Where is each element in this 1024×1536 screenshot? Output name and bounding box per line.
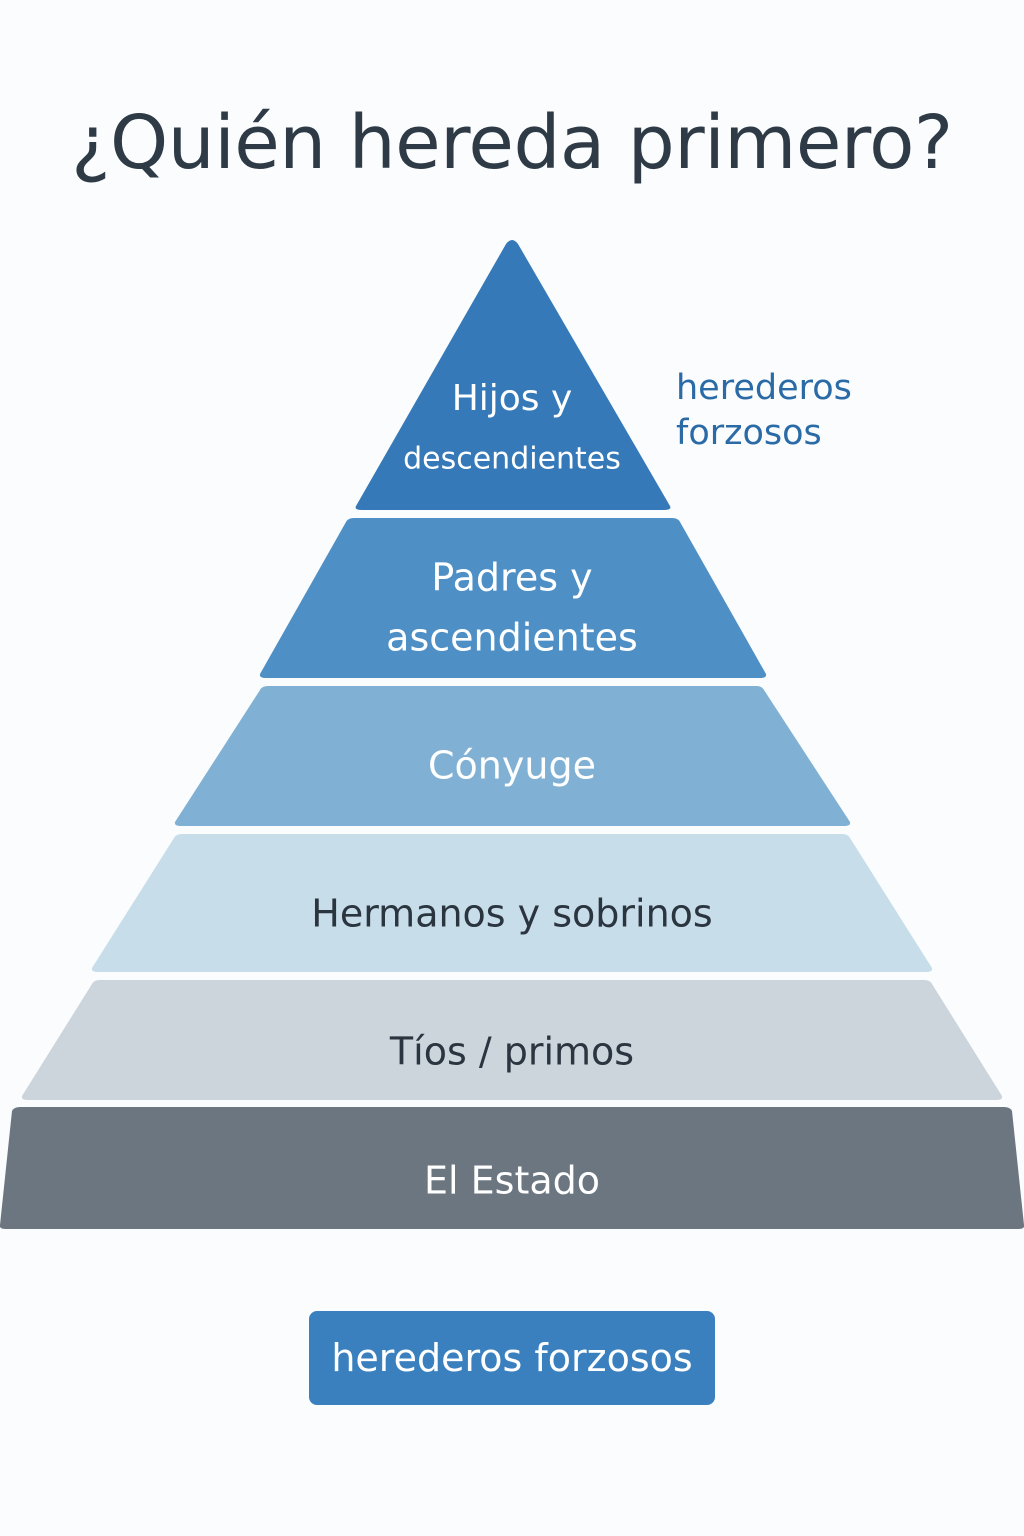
forced-heirs-annotation-line2: forzosos	[676, 413, 822, 453]
pyramid-tier-label-parents-ascendants-2: ascendientes	[386, 616, 638, 660]
pyramid-tier-label-children-descendants-1: Hijos y	[452, 378, 573, 419]
pyramid-tier-the-state	[0, 1107, 1024, 1229]
pyramid-tier-label-uncles-cousins-1: Tíos / primos	[389, 1030, 634, 1074]
pyramid-tier-uncles-cousins	[21, 980, 1003, 1100]
pyramid-tier-parents-ascendants	[259, 518, 767, 678]
pyramid-tier-children-descendants	[355, 240, 671, 510]
pyramid-tier-label-parents-ascendants-1: Padres y	[431, 556, 592, 600]
pyramid-tier-label-siblings-nephews-1: Hermanos y sobrinos	[311, 892, 712, 936]
pyramid-tier-label-spouse-1: Cónyuge	[428, 744, 596, 788]
pyramid-tier-label-children-descendants-2: descendientes	[403, 442, 621, 477]
page-title: ¿Quién hereda primero?	[71, 100, 953, 186]
forced-heirs-annotation: herederos forzosos	[676, 366, 852, 456]
pyramid-tier-spouse	[174, 686, 851, 826]
pyramid-tier-label-the-state-1: El Estado	[424, 1159, 600, 1203]
forced-heirs-badge: herederos forzosos	[309, 1311, 715, 1405]
pyramid-tier-siblings-nephews	[91, 834, 933, 972]
forced-heirs-annotation-line1: herederos	[676, 368, 852, 408]
